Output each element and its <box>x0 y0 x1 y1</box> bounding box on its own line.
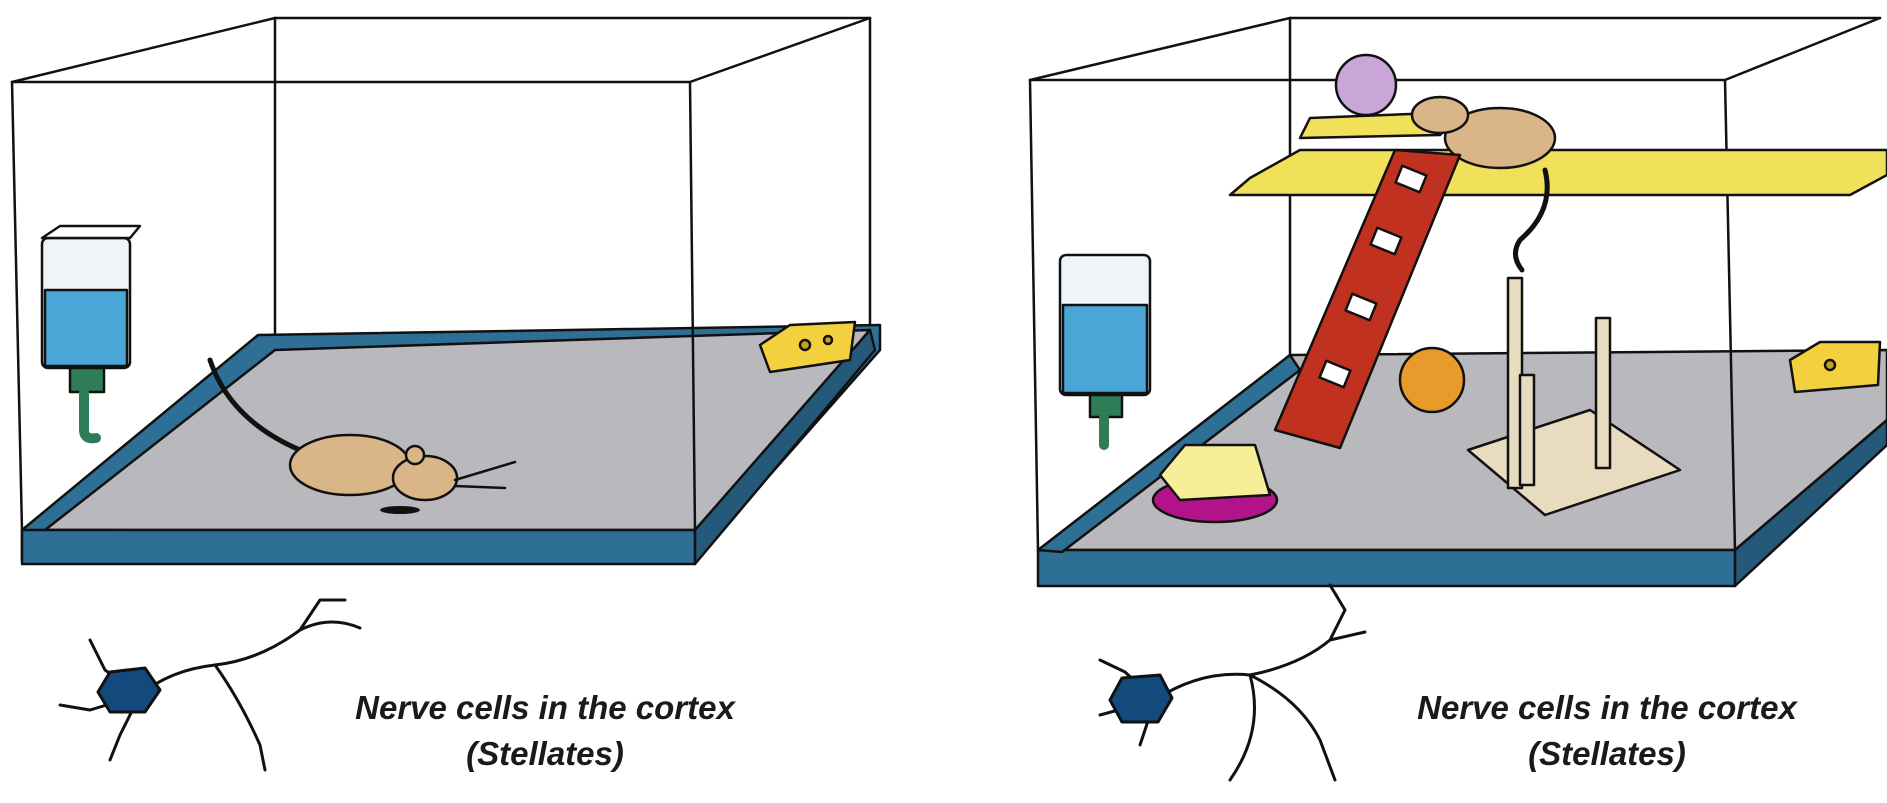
caption-line: Nerve cells in the cortex <box>300 685 790 731</box>
caption-line: (Stellates) <box>1352 731 1862 777</box>
tray-front <box>22 530 695 564</box>
water-bottle <box>42 226 140 438</box>
cell-body <box>98 668 160 712</box>
ball <box>1336 55 1396 115</box>
neuron-right <box>1100 585 1365 780</box>
enriched-cage <box>1030 18 1887 586</box>
cell-body <box>1110 675 1172 722</box>
caption-left: Nerve cells in the cortex (Stellates) <box>300 685 790 777</box>
long-shelf <box>1230 150 1887 195</box>
water-bottle <box>1060 255 1150 445</box>
caption-line: Nerve cells in the cortex <box>1352 685 1862 731</box>
caption-right: Nerve cells in the cortex (Stellates) <box>1352 685 1862 777</box>
caption-line: (Stellates) <box>300 731 790 777</box>
tray-front <box>1038 550 1735 586</box>
fuzz-ball <box>1400 348 1464 412</box>
standard-cage <box>12 18 880 564</box>
